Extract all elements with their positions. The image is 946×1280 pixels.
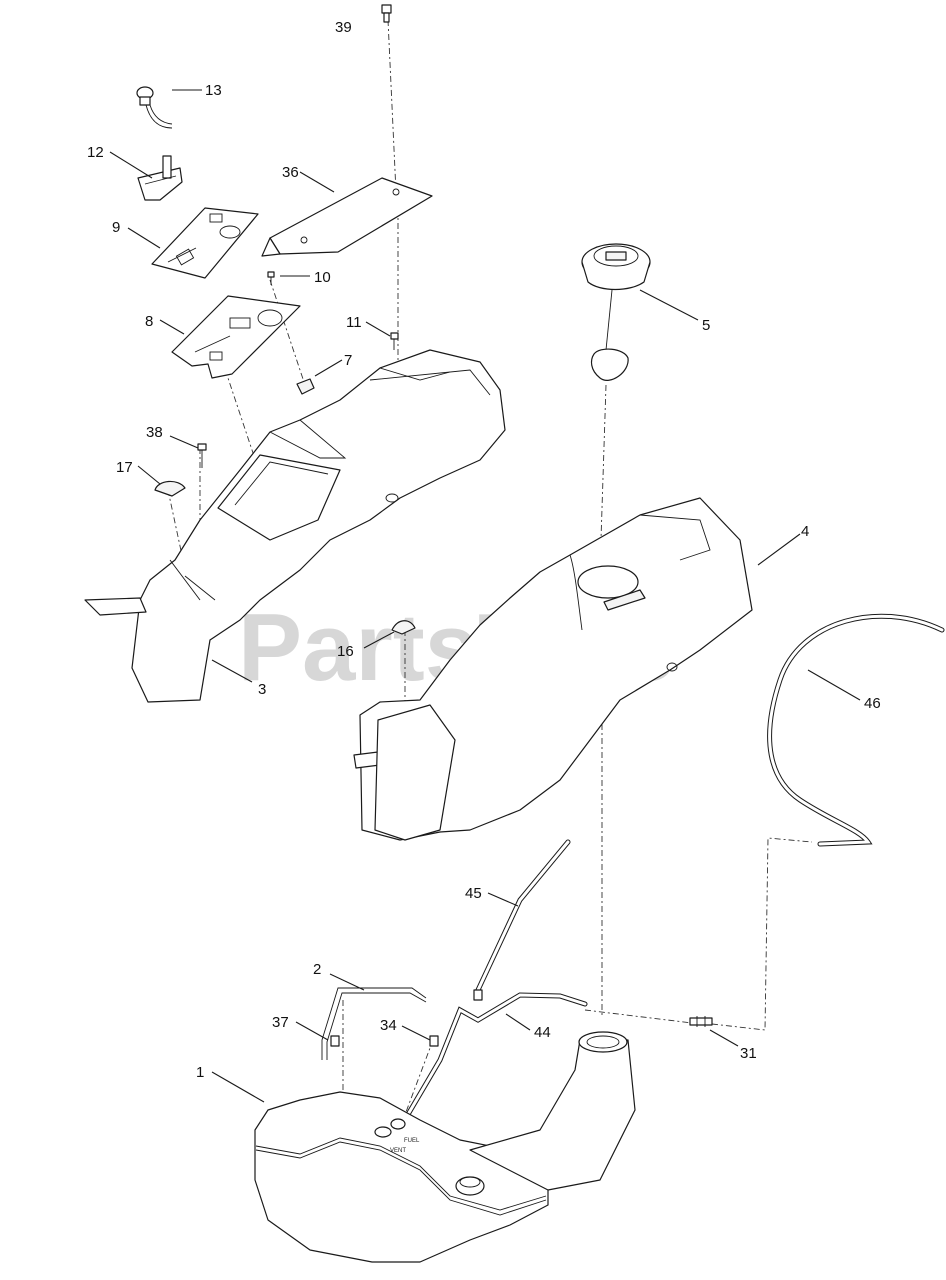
part-39-bolt (381, 4, 392, 23)
callout-5: 5 (702, 317, 710, 334)
callout-11: 11 (346, 314, 362, 331)
callout-31: 31 (740, 1045, 757, 1062)
callout-1: 1 (196, 1064, 204, 1081)
callout-46: 46 (864, 695, 881, 712)
callout-13: 13 (205, 82, 222, 99)
part-1-fuel-tank: VENT FUEL (254, 1031, 636, 1263)
part-37-clip (330, 1035, 340, 1047)
callout-4: 4 (801, 523, 809, 540)
tank-label-fuel: FUEL (404, 1138, 420, 1144)
part-36-cover (261, 177, 433, 257)
callouts: 39 13 12 36 9 10 8 11 7 5 38 17 4 16 3 4… (87, 19, 881, 1081)
callout-9: 9 (112, 219, 120, 236)
callout-44: 44 (534, 1024, 551, 1041)
part-5-fuel-cap (581, 243, 651, 381)
part-16-cap (391, 620, 416, 635)
part-31-fitting (689, 1016, 713, 1027)
part-7-clip (296, 378, 315, 395)
part-4-fender (353, 497, 753, 841)
part-38-bolt (197, 443, 207, 468)
part-46-hose (767, 613, 945, 847)
callout-8: 8 (145, 313, 153, 330)
callout-10: 10 (314, 269, 331, 286)
tank-label-vent: VENT (390, 1148, 406, 1154)
callout-7: 7 (344, 352, 352, 369)
part-9-panel (151, 207, 259, 279)
part-45-hose (475, 839, 571, 993)
callout-17: 17 (116, 459, 133, 476)
callout-16: 16 (337, 643, 354, 660)
callout-39: 39 (335, 19, 352, 36)
part-10-screw (267, 271, 275, 285)
part-8-panel (171, 295, 301, 379)
leader-lines (109, 89, 861, 1103)
part-17-cap (154, 480, 186, 497)
assembly-lines (167, 19, 813, 1140)
part-11-screw (390, 332, 399, 350)
part-44-fuel-line (397, 992, 588, 1131)
callout-37: 37 (272, 1014, 289, 1031)
callout-45: 45 (465, 885, 482, 902)
part-13-knob (136, 86, 173, 129)
part-2-vent-tube (321, 987, 427, 1060)
callout-34: 34 (380, 1017, 397, 1034)
callout-36: 36 (282, 164, 299, 181)
part-3-console (84, 349, 506, 703)
callout-3: 3 (258, 681, 266, 698)
callout-12: 12 (87, 144, 104, 161)
part-12-lever (137, 155, 183, 201)
callout-38: 38 (146, 424, 163, 441)
callout-2: 2 (313, 961, 321, 978)
part-34-clamp (429, 989, 483, 1047)
